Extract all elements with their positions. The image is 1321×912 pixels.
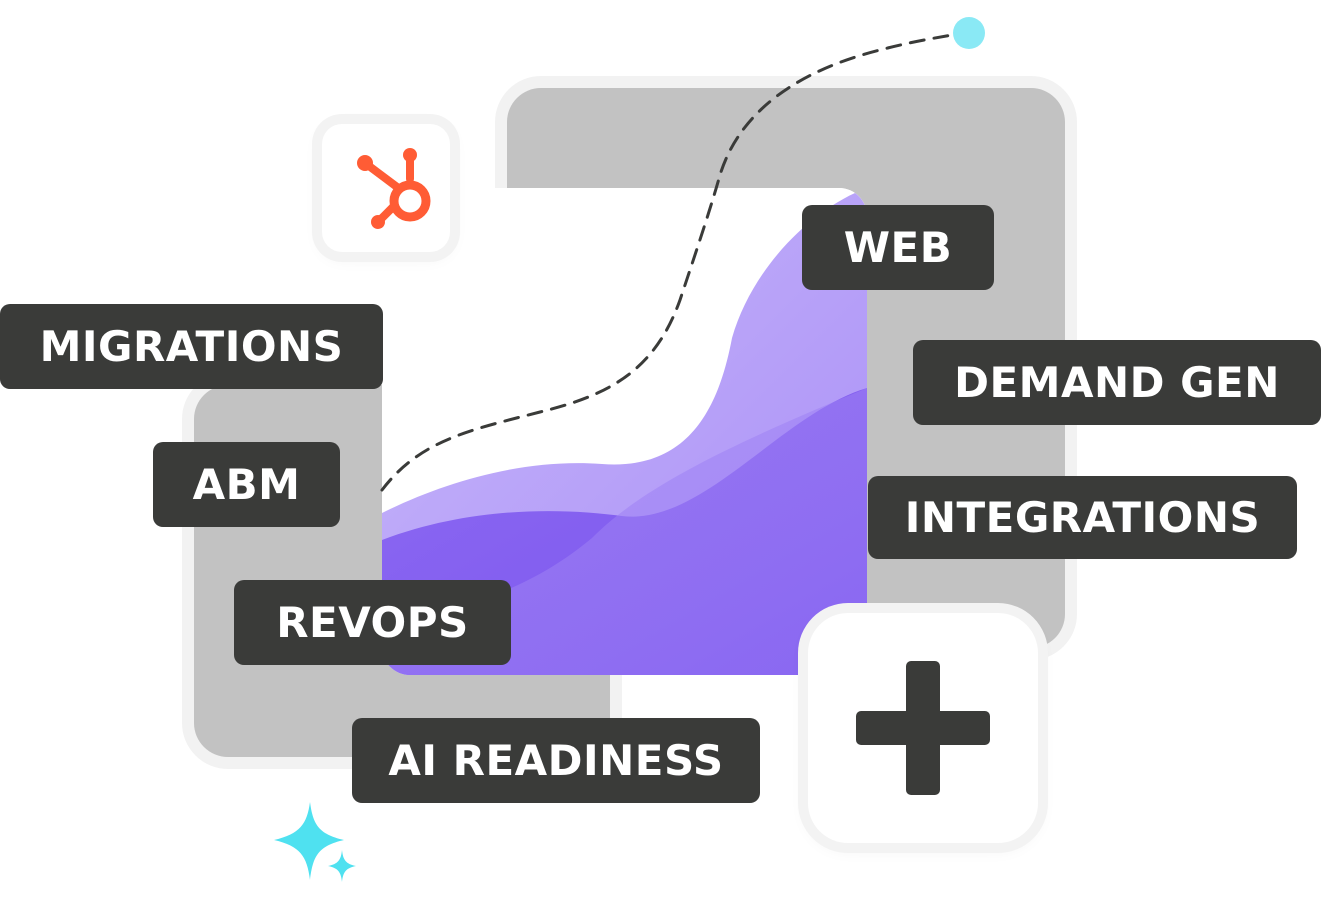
hubspot-logo-tile (322, 124, 450, 252)
tag-migrations: MIGRATIONS (0, 304, 383, 389)
plus-icon (856, 661, 990, 795)
tag-integrations: INTEGRATIONS (868, 476, 1297, 559)
tag-web: WEB (802, 205, 994, 290)
dot-icon (953, 17, 985, 49)
tag-abm: ABM (153, 442, 340, 527)
tag-ai-readiness: AI READINESS (352, 718, 760, 803)
hubspot-icon (357, 148, 431, 229)
tag-revops: REVOPS (234, 580, 511, 665)
plus-tile (808, 613, 1038, 843)
tag-demand-gen: DEMAND GEN (913, 340, 1321, 425)
sparkle-icon (274, 802, 356, 882)
